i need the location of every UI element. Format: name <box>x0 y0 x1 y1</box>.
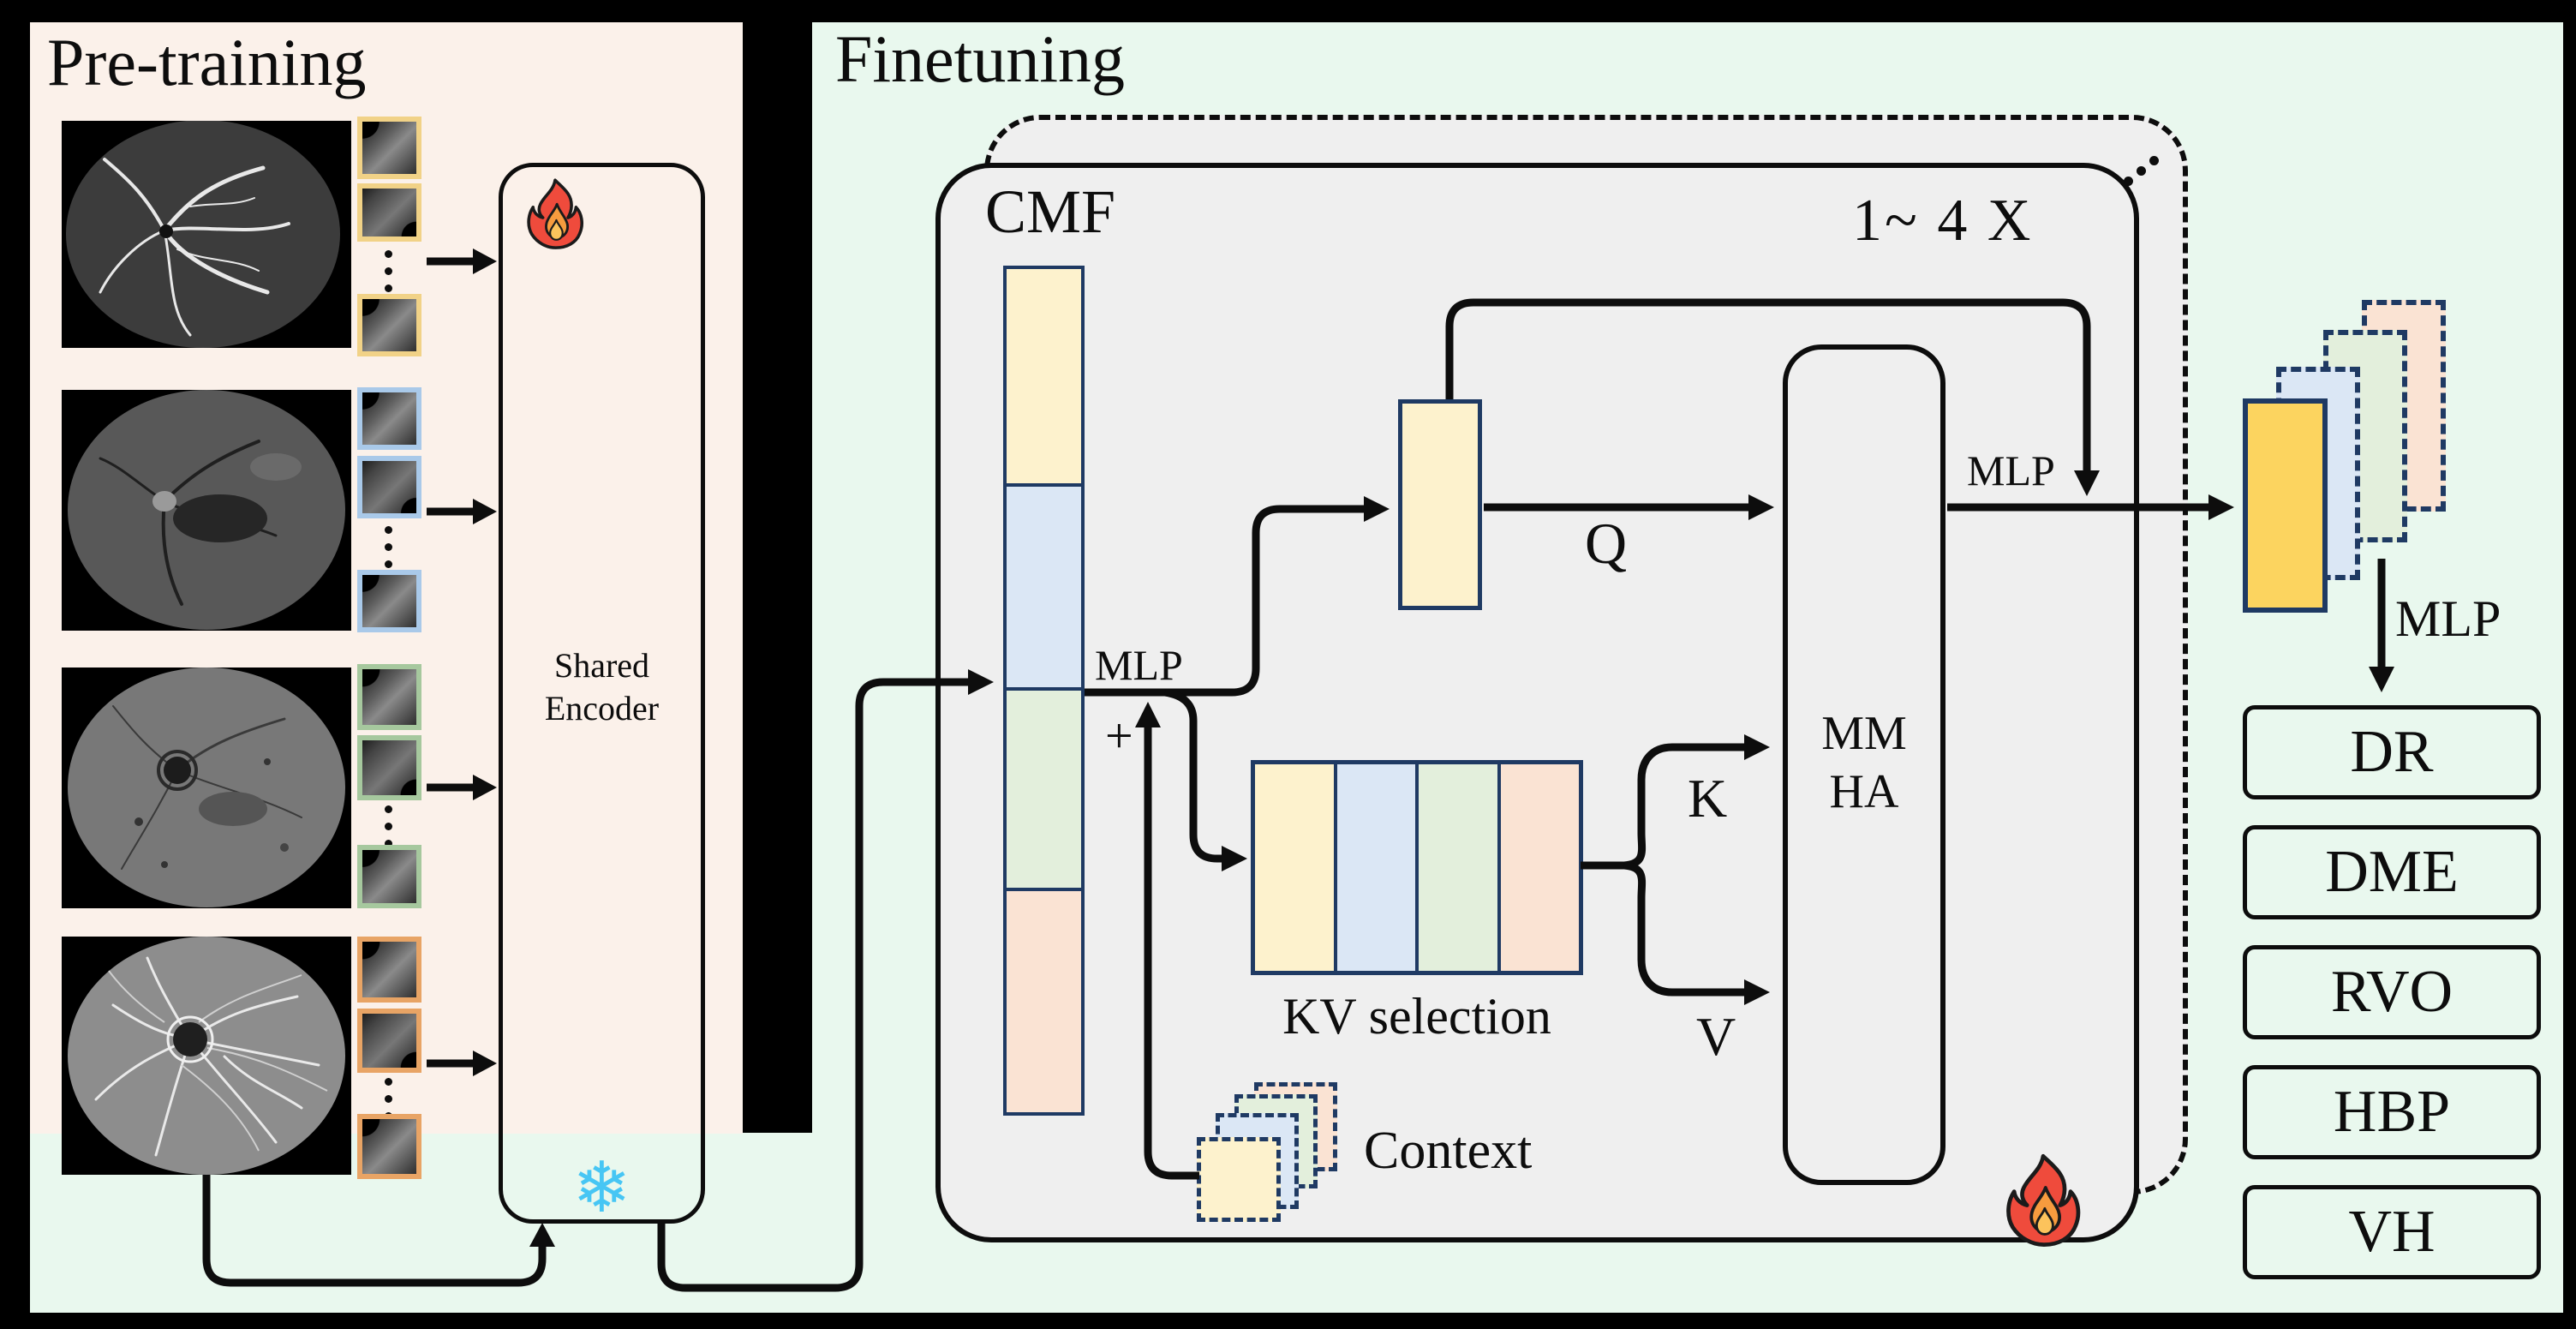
shared-encoder-label: Shared Encoder <box>544 646 660 727</box>
fire-icon <box>2003 1150 2083 1249</box>
patch-m2-2 <box>357 456 421 518</box>
retina-image-2 <box>62 390 351 631</box>
retina-image-3 <box>62 667 351 908</box>
patch-m4-2 <box>357 1009 421 1073</box>
class-label: DR <box>2350 719 2434 785</box>
fused-token-bar <box>1003 266 1085 1116</box>
patch-m3-3 <box>357 845 421 908</box>
patch-dots-m3 <box>385 805 392 847</box>
finetuning-title: Finetuning <box>835 21 1126 96</box>
plus-sign: + <box>1105 708 1133 763</box>
pretraining-title: Pre-training <box>47 25 367 99</box>
patch-m1-3 <box>357 294 421 356</box>
cmf-repeat-label: 1~ 4 X <box>1852 188 2034 254</box>
kv-seg-peach <box>1497 764 1579 971</box>
repeat-dot-3 <box>2149 156 2159 165</box>
kv-seg-yellow <box>1255 764 1334 971</box>
mlp-in-label: MLP <box>1095 641 1183 689</box>
head-mlp-label: MLP <box>2395 590 2501 647</box>
patch-m3-1 <box>357 664 421 730</box>
context-label: Context <box>1364 1122 1533 1180</box>
class-label: RVO <box>2330 959 2453 1025</box>
patch-dots-m2 <box>385 526 392 568</box>
patch-m3-2 <box>357 735 421 800</box>
v-label: V <box>1696 1006 1736 1067</box>
cmf-title: CMF <box>985 177 1116 246</box>
retina-image-1 <box>62 121 351 348</box>
output-token-yellow <box>2243 398 2328 613</box>
repeat-dot-2 <box>2137 166 2146 176</box>
cmf-box <box>935 163 2139 1242</box>
mlp-out-label: MLP <box>1967 446 2055 494</box>
patch-dots-m1 <box>385 250 392 292</box>
kv-seg-green <box>1415 764 1497 971</box>
patch-m1-2 <box>357 183 421 242</box>
panel-divider <box>743 0 812 1133</box>
patch-m2-1 <box>357 387 421 450</box>
mmha-block <box>1783 344 1945 1185</box>
mmha-label: MM HA <box>1821 707 1907 818</box>
class-box-vh: VH <box>2243 1185 2541 1279</box>
patch-m4-3 <box>357 1114 421 1179</box>
repeat-dot-1 <box>2124 177 2133 186</box>
kv-selection-block <box>1251 760 1583 975</box>
kv-seg-blue <box>1333 764 1415 971</box>
patch-m4-1 <box>357 937 421 1003</box>
q-label: Q <box>1585 511 1628 576</box>
fire-icon <box>524 177 586 250</box>
k-label: K <box>1688 768 1728 829</box>
q-token-block <box>1398 399 1482 610</box>
token-seg-peach <box>1007 888 1081 1112</box>
token-seg-green <box>1007 687 1081 888</box>
class-box-dme: DME <box>2243 825 2541 919</box>
class-box-dr: DR <box>2243 705 2541 799</box>
retina-image-4 <box>62 937 351 1175</box>
class-label: DME <box>2325 839 2459 905</box>
snowflake-icon: ❄ <box>572 1147 631 1229</box>
patch-m2-3 <box>357 570 421 632</box>
class-label: HBP <box>2333 1079 2451 1145</box>
token-seg-yellow <box>1007 269 1081 483</box>
kv-selection-label: KV selection <box>1282 988 1551 1045</box>
class-box-hbp: HBP <box>2243 1065 2541 1159</box>
class-label: VH <box>2348 1199 2436 1265</box>
patch-m1-1 <box>357 117 421 179</box>
context-block-yellow <box>1197 1137 1281 1222</box>
class-box-rvo: RVO <box>2243 945 2541 1039</box>
token-seg-blue <box>1007 483 1081 687</box>
